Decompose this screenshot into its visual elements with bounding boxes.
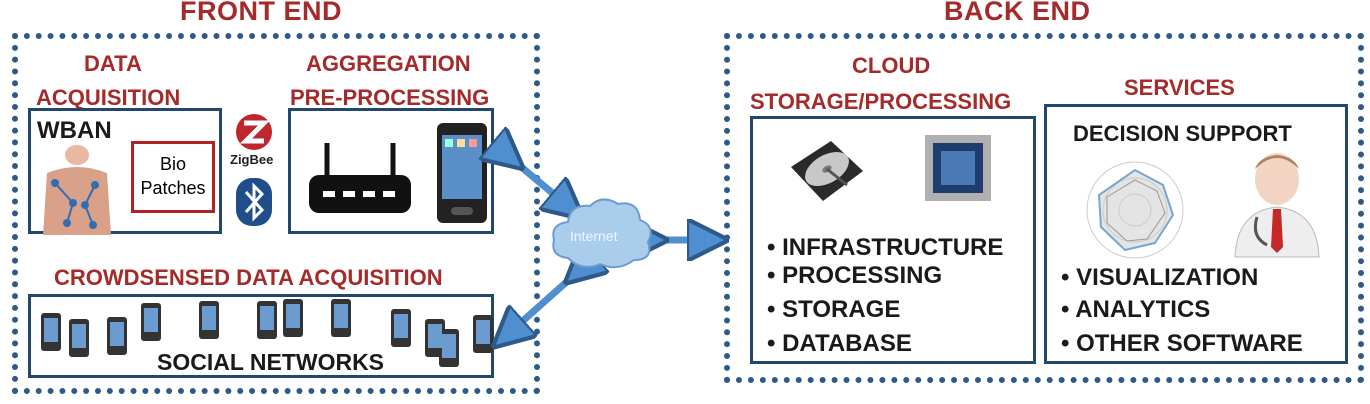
processor-chip-icon [925, 135, 991, 201]
services-title: SERVICES [1124, 75, 1235, 100]
router-icon [309, 143, 411, 213]
cloud-panel: • INFRASTRUCTURE • PROCESSING • STORAGE … [750, 116, 1036, 364]
radar-chart-icon [1086, 161, 1184, 259]
internet-cloud-icon [552, 198, 652, 269]
cloud-item-infrastructure: • INFRASTRUCTURE [767, 234, 1004, 261]
crowd-phones [41, 299, 493, 367]
bio-patches-line1: Bio [159, 154, 186, 174]
wban-label: WBAN [37, 117, 112, 144]
back-end-container [724, 33, 1364, 383]
zigbee-icon [236, 114, 272, 150]
data-acquisition-title-line2: ACQUISITION [36, 85, 181, 110]
cloud-title-line1: CLOUD [852, 53, 931, 78]
internet-label: Internet [570, 228, 618, 244]
cloud-item-processing: • PROCESSING [767, 262, 943, 289]
wban-panel: WBAN Bio Patches [28, 108, 222, 235]
cloud-title-line2: STORAGE/PROCESSING [750, 89, 1012, 114]
bio-patches-box: Bio Patches [131, 141, 215, 213]
aggregation-title-line2: PRE-PROCESSING [290, 85, 490, 110]
social-networks-label: SOCIAL NETWORKS [157, 349, 385, 375]
services-item-visualization: • VISUALIZATION [1061, 264, 1259, 291]
aggregation-panel [288, 108, 494, 234]
crowdsensed-title: CROWDSENSED DATA ACQUISITION [54, 265, 443, 290]
cloud-item-database: • DATABASE [767, 330, 912, 357]
cloud-item-storage: • STORAGE [767, 296, 901, 323]
crowdsensed-panel: SOCIAL NETWORKS [28, 294, 494, 378]
decision-support-label: DECISION SUPPORT [1073, 121, 1292, 146]
services-panel: DECISION SUPPORT • VISUALIZATION • ANALY… [1044, 104, 1348, 364]
smartphone-icon [437, 123, 487, 223]
data-acquisition-title-line1: DATA [84, 51, 142, 76]
hard-drive-icon [791, 141, 863, 201]
bio-patches-line2: Patches [140, 178, 206, 198]
connection-arrows [494, 142, 714, 382]
back-end-title: BACK END [944, 0, 1091, 26]
bluetooth-icon [236, 178, 272, 226]
services-item-analytics: • ANALYTICS [1061, 296, 1211, 323]
services-item-other-software: • OTHER SOFTWARE [1061, 330, 1303, 357]
body-sensor-figure [43, 145, 111, 235]
zigbee-label: ZigBee [230, 152, 274, 167]
aggregation-title-line1: AGGREGATION [306, 51, 471, 76]
doctor-icon [1234, 153, 1320, 258]
front-end-title: FRONT END [180, 0, 342, 26]
